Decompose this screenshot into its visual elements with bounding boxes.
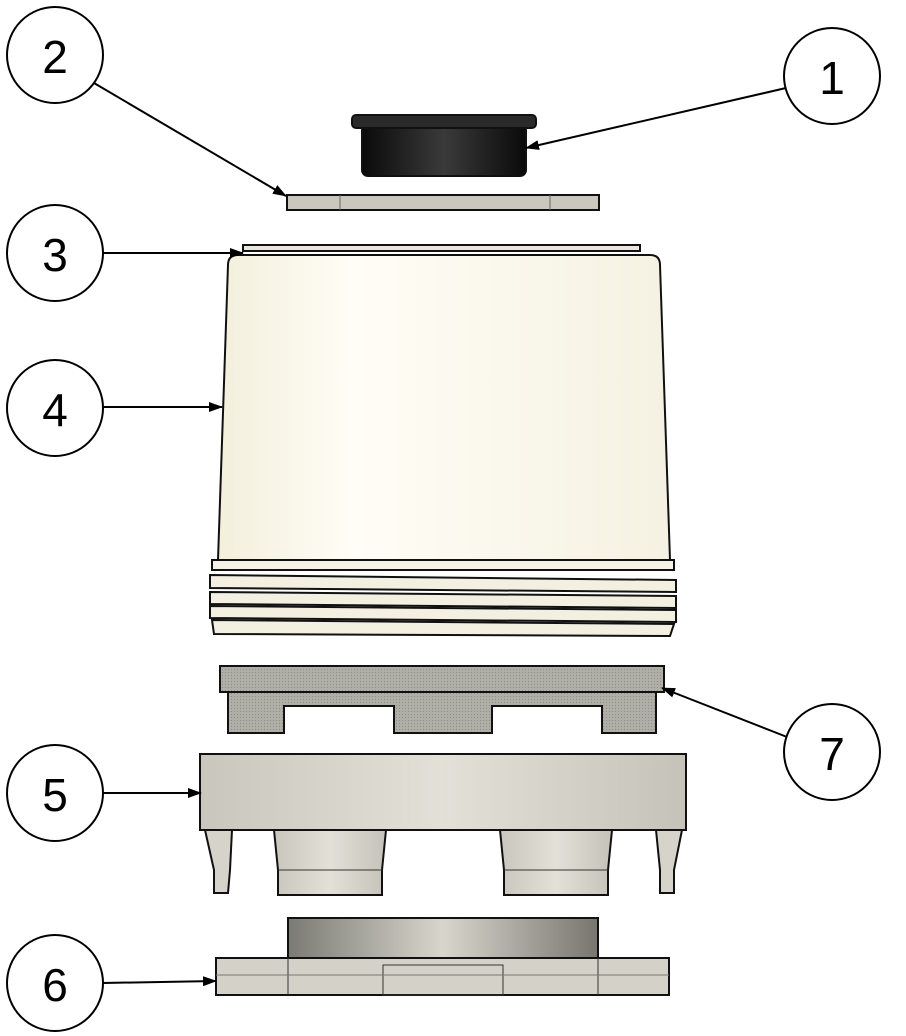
balloon-6: 6 xyxy=(6,934,104,1032)
balloon-7: 7 xyxy=(783,703,881,801)
part-4-container xyxy=(209,254,677,638)
balloon-label: 5 xyxy=(42,769,68,821)
leader-7 xyxy=(661,687,788,738)
leader-6 xyxy=(102,976,217,987)
part-7-filter xyxy=(219,665,665,734)
balloon-label: 3 xyxy=(42,229,68,281)
part-2-plate xyxy=(286,194,600,211)
part-5-housing xyxy=(199,753,687,896)
balloon-1: 1 xyxy=(783,27,881,125)
balloon-label: 2 xyxy=(42,31,68,83)
balloon-label: 7 xyxy=(819,728,845,780)
leader-2 xyxy=(93,82,287,197)
balloon-label: 1 xyxy=(819,52,845,104)
part-6-base xyxy=(215,917,670,996)
balloon-label: 6 xyxy=(42,959,68,1011)
balloon-5: 5 xyxy=(6,744,104,842)
balloon-4: 4 xyxy=(6,359,104,457)
balloon-label: 4 xyxy=(42,384,68,436)
part-3-seal xyxy=(242,244,641,252)
leader-1 xyxy=(525,87,787,150)
part-1-cap xyxy=(351,114,537,177)
balloon-3: 3 xyxy=(6,204,104,302)
balloon-2: 2 xyxy=(6,6,104,104)
